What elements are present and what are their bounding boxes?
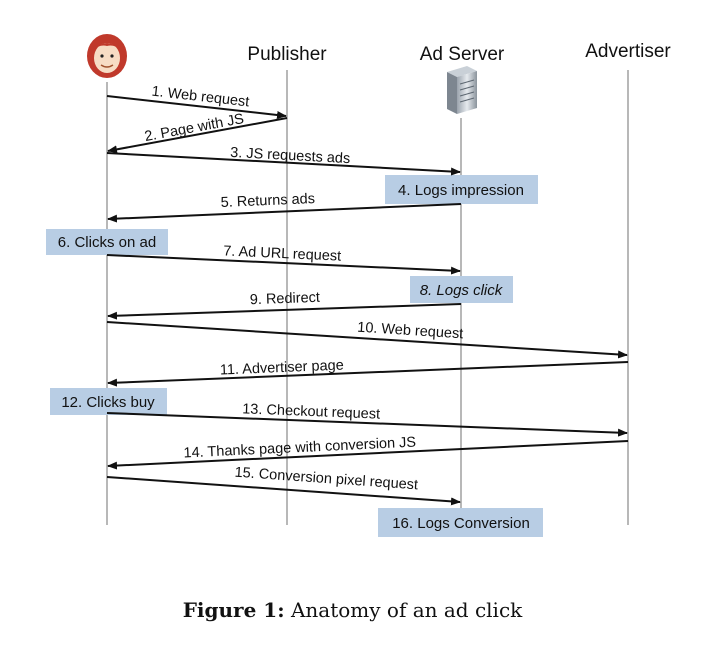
server-icon	[447, 66, 477, 114]
figure-caption: Figure 1: Anatomy of an ad click	[0, 598, 705, 622]
actor-ad-server: Ad Server	[420, 44, 505, 65]
msg-11-advertiser-page: 11. Advertiser page	[220, 358, 344, 379]
note-box-clicks-buy	[50, 388, 167, 415]
msg-7-ad-url-request: 7. Ad URL request	[223, 243, 342, 264]
arrow-14-thanks-page	[107, 440, 629, 470]
note-clicks-on-ad: 6. Clicks on ad	[58, 234, 156, 251]
msg-15-conversion-pixel: 15. Conversion pixel request	[234, 465, 418, 494]
note-logs-impression: 4. Logs impression	[398, 182, 524, 199]
msg-9-redirect: 9. Redirect	[250, 290, 321, 308]
note-clicks-buy: 12. Clicks buy	[61, 394, 155, 411]
actor-publisher: Publisher	[247, 44, 327, 65]
arrow-2-page-with-js	[107, 117, 288, 154]
note-box-logs-impression	[385, 175, 538, 204]
arrow-7-ad-url-request	[106, 254, 461, 275]
note-box-logs-conversion	[378, 508, 543, 537]
msg-5-returns-ads: 5. Returns ads	[220, 191, 315, 211]
arrow-15-conversion-pixel	[106, 476, 461, 506]
actor-advertiser: Advertiser	[585, 41, 671, 62]
note-box-logs-click	[410, 276, 513, 303]
note-box-clicks-on-ad	[46, 229, 168, 255]
arrow-3-js-requests-ads	[106, 152, 461, 176]
caption-label: Figure 1:	[182, 598, 285, 622]
note-logs-conversion: 16. Logs Conversion	[392, 515, 530, 532]
arrow-13-checkout-request	[106, 412, 628, 437]
msg-3-js-requests-ads: 3. JS requests ads	[230, 145, 351, 167]
arrow-5-returns-ads	[107, 203, 462, 223]
note-logs-click: 8. Logs click	[420, 282, 504, 299]
msg-10-web-request: 10. Web request	[357, 320, 464, 343]
msg-13-checkout-request: 13. Checkout request	[242, 401, 380, 422]
arrow-9-redirect	[107, 303, 462, 320]
msg-2-page-with-js: 2. Page with JS	[143, 111, 245, 145]
caption-text: Anatomy of an ad click	[290, 598, 523, 622]
person-face-icon	[87, 34, 127, 78]
arrow-11-advertiser-page	[107, 361, 629, 387]
arrow-1-web-request	[106, 95, 287, 119]
arrow-10-web-request	[106, 321, 628, 359]
